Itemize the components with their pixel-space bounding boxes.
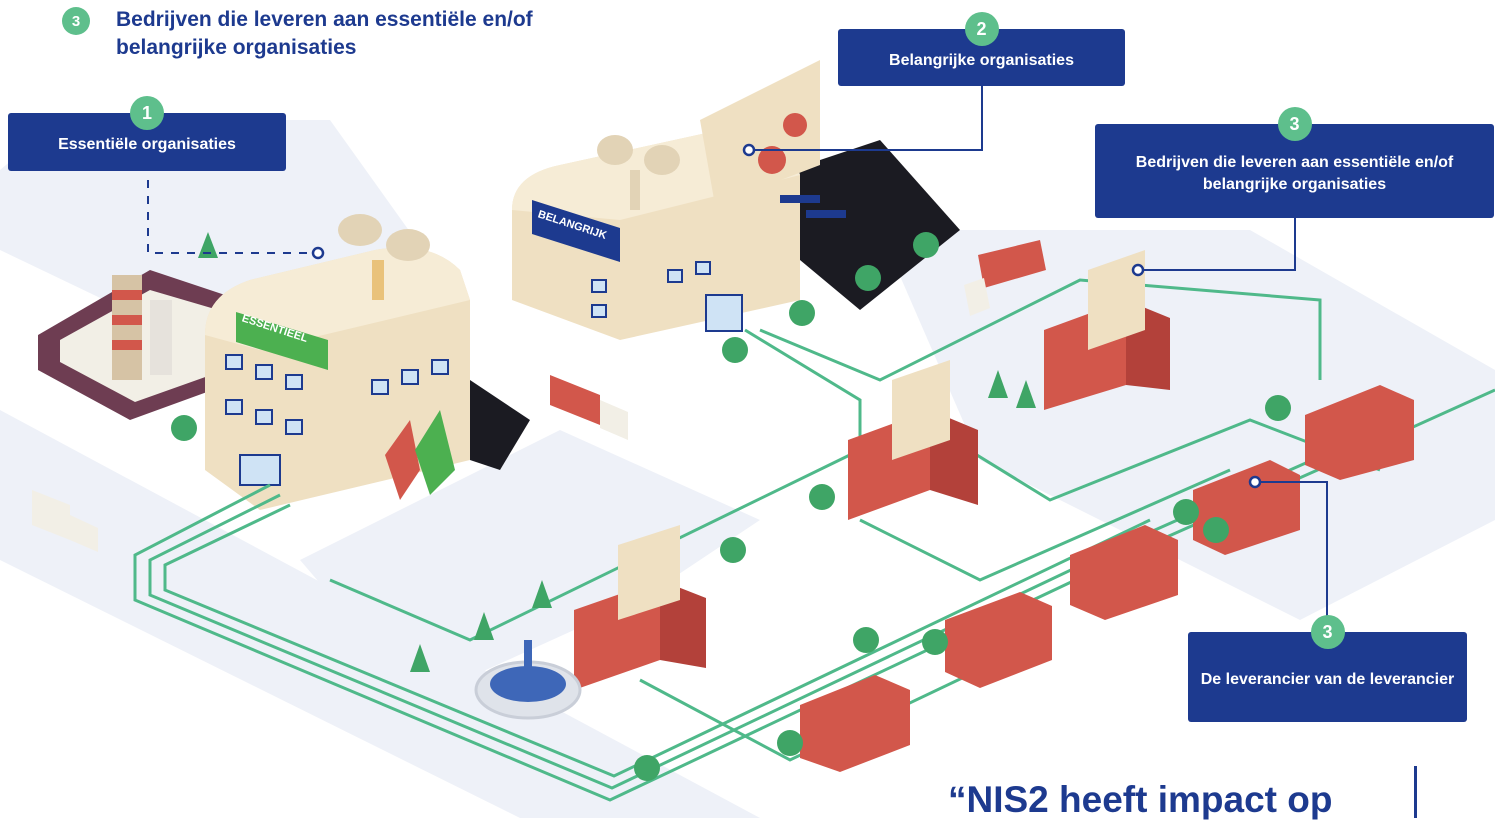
essential-building: [205, 214, 470, 510]
callout-label: Essentiële organisaties: [58, 136, 236, 153]
callout-label: De leverancier van de leverancier: [1200, 671, 1455, 688]
supplier-building: [1070, 525, 1178, 620]
callout-number-badge: 1: [130, 96, 164, 130]
important-building: [512, 60, 846, 341]
fountain: [474, 640, 582, 720]
supplier-building: [1305, 385, 1414, 480]
top-legend: 3 Bedrijven die leveren aan essentiële e…: [62, 6, 576, 62]
callout-label: Bedrijven die leveren aan essentiële en/…: [1135, 154, 1454, 193]
supplier-buildings: [574, 250, 1414, 772]
quote-heading: “NIS2 heeft impact op: [948, 779, 1333, 820]
legend-text: Bedrijven die leveren aan essentiële en/…: [116, 8, 533, 59]
legend-number-badge: 3: [62, 7, 90, 35]
callout-connectors: [147, 86, 1328, 632]
callout-important-organisations: 2 Belangrijke organisaties: [838, 12, 1125, 86]
supplier-building: [1044, 250, 1170, 410]
callout-supplier-of-supplier: 3 De leverancier van de leverancier: [1188, 615, 1467, 722]
callout-anchors: [311, 143, 1262, 489]
callout-essential-organisations: 1 Essentiële organisaties: [8, 96, 286, 171]
supplier-building: [574, 525, 706, 690]
callout-suppliers: 3 Bedrijven die leveren aan essentiële e…: [1095, 107, 1494, 218]
supplier-building: [800, 675, 910, 772]
callout-label: Belangrijke organisaties: [889, 51, 1074, 69]
supplier-building: [945, 592, 1052, 688]
callout-number-badge: 3: [1310, 615, 1345, 649]
callout-number-badge: 2: [964, 12, 999, 46]
trees: [171, 232, 1291, 781]
power-plant: [38, 270, 240, 420]
supplier-building: [848, 360, 978, 520]
quote-divider: [1414, 766, 1417, 818]
trucks: [32, 240, 1046, 552]
callout-number-badge: 3: [1277, 107, 1312, 141]
